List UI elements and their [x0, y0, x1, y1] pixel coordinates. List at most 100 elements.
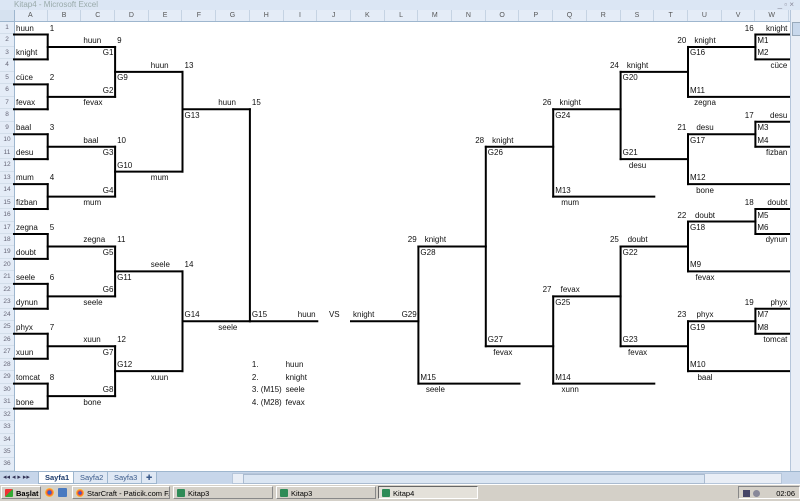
column-header[interactable]: E [149, 10, 183, 21]
row-header[interactable]: 21 [0, 271, 14, 284]
row-header[interactable]: 23 [0, 296, 14, 309]
row-header[interactable]: 1 [0, 22, 14, 35]
row-header[interactable]: 22 [0, 284, 14, 297]
bracket-cell[interactable]: 26 [542, 98, 552, 108]
bracket-cell[interactable]: zegna [694, 98, 716, 108]
bracket-cell[interactable]: G6 [102, 285, 114, 295]
bracket-cell[interactable]: 7 [49, 322, 55, 332]
tab-sayfa2[interactable]: Sayfa2 [73, 472, 111, 484]
bracket-cell[interactable]: G13 [184, 110, 200, 120]
column-header[interactable]: C [81, 10, 116, 21]
tab-sayfa1[interactable]: Sayfa1 [38, 472, 77, 484]
bracket-cell[interactable]: M9 [690, 260, 702, 270]
row-header[interactable]: 12 [0, 159, 14, 172]
bracket-cell[interactable]: 11 [117, 235, 126, 245]
bracket-cell[interactable]: G26 [487, 148, 503, 158]
bracket-cell[interactable]: 19 [744, 297, 754, 307]
bracket-cell[interactable]: M10 [690, 360, 706, 370]
volume-icon[interactable] [753, 490, 760, 497]
bracket-cell[interactable]: M13 [555, 185, 571, 195]
column-header[interactable]: I [284, 10, 318, 21]
bracket-cell[interactable]: fevax [695, 272, 715, 282]
show-desktop-icon[interactable] [58, 488, 67, 497]
bracket-cell[interactable]: seele [150, 260, 170, 270]
bracket-cell[interactable]: G23 [622, 335, 638, 345]
chrome-icon[interactable] [45, 488, 54, 497]
bracket-cell[interactable]: M8 [757, 322, 769, 332]
bracket-cell[interactable]: seele [425, 385, 445, 395]
bracket-cell[interactable]: fevax [560, 285, 580, 295]
bracket-cell[interactable]: knight [766, 23, 788, 33]
bracket-cell[interactable]: tomcat [763, 335, 788, 345]
taskbar-item-kitap3[interactable]: Kitap3 [173, 486, 273, 499]
row-header[interactable]: 5 [0, 72, 14, 85]
column-header[interactable]: M [418, 10, 453, 21]
bracket-cell[interactable]: fevax [628, 347, 648, 357]
bracket-cell[interactable]: zegna [16, 223, 38, 233]
bracket-cell[interactable]: fizban [766, 148, 788, 158]
insert-sheet-icon[interactable]: ✚ [141, 472, 158, 484]
bracket-cell[interactable]: 20 [677, 35, 687, 45]
taskbar-item-kitap4[interactable]: Kitap4 [378, 486, 478, 499]
bracket-cell[interactable]: 14 [184, 260, 194, 270]
bracket-cell[interactable]: 29 [407, 235, 417, 245]
bracket-cell[interactable]: huun [150, 60, 169, 70]
bracket-cell[interactable]: mum [83, 198, 102, 208]
standing-player[interactable]: fevax [285, 397, 305, 407]
bracket-cell[interactable]: desu [16, 148, 34, 158]
bracket-cell[interactable]: G1 [102, 48, 114, 58]
bracket-cell[interactable]: bone [83, 397, 102, 407]
column-header[interactable]: B [48, 10, 82, 21]
row-header[interactable]: 26 [0, 334, 14, 347]
bracket-cell[interactable]: G16 [690, 48, 706, 58]
vertical-scroll-thumb[interactable] [792, 22, 800, 36]
bracket-cell[interactable]: xunn [561, 385, 579, 395]
column-header[interactable]: G [216, 10, 250, 21]
bracket-cell[interactable]: mum [16, 173, 34, 183]
row-header[interactable]: 8 [0, 109, 14, 122]
bracket-cell[interactable]: M7 [757, 310, 769, 320]
bracket-cell[interactable]: 25 [609, 235, 619, 245]
bracket-cell[interactable]: desu [696, 123, 714, 133]
bracket-cell[interactable]: bone [696, 185, 714, 195]
bracket-cell[interactable]: G19 [690, 322, 706, 332]
bracket-cell[interactable]: mum [561, 198, 580, 208]
window-controls[interactable]: _ ▫ × [777, 0, 794, 9]
bracket-cell[interactable]: 28 [475, 135, 485, 145]
bracket-cell[interactable]: zegna [83, 235, 106, 245]
column-header[interactable]: P [520, 10, 554, 21]
standing-rank[interactable]: 3. (M15) [251, 385, 282, 395]
column-header[interactable]: D [115, 10, 149, 21]
column-header[interactable]: N [452, 10, 486, 21]
column-header[interactable]: A [14, 10, 48, 21]
bracket-cell[interactable]: G22 [622, 247, 638, 257]
bracket-cell[interactable]: cüce [16, 73, 33, 83]
bracket-cell[interactable]: fizban [16, 198, 38, 208]
bracket-cell[interactable]: knight [492, 135, 514, 145]
standing-rank[interactable]: 1. [251, 360, 259, 370]
column-header[interactable]: K [351, 10, 385, 21]
row-header[interactable]: 34 [0, 434, 14, 446]
row-header[interactable]: 17 [0, 222, 14, 234]
row-header[interactable]: 7 [0, 97, 14, 110]
bracket-cell[interactable]: doubt [16, 247, 37, 257]
bracket-cell[interactable]: 23 [677, 310, 687, 320]
bracket-cell[interactable]: G2 [102, 85, 114, 95]
bracket-cell[interactable]: seele [83, 297, 103, 307]
bracket-cell[interactable]: 8 [49, 372, 55, 382]
bracket-cell[interactable]: knight [424, 235, 447, 245]
final-game-label[interactable]: G29 [401, 310, 417, 320]
bracket-cell[interactable]: doubt [627, 235, 648, 245]
bracket-cell[interactable]: knight [694, 35, 716, 45]
bracket-cell[interactable]: 12 [117, 335, 126, 345]
column-header[interactable]: V [722, 10, 756, 21]
bracket-cell[interactable]: mum [150, 173, 169, 183]
bracket-cell[interactable]: G28 [420, 247, 436, 257]
standing-player[interactable]: knight [285, 372, 307, 382]
standing-player[interactable]: seele [285, 385, 305, 395]
bracket-cell[interactable]: 16 [744, 23, 754, 33]
bracket-cell[interactable]: G25 [555, 297, 571, 307]
bracket-cell[interactable]: 5 [49, 223, 55, 233]
bracket-cell[interactable]: 1 [49, 23, 55, 33]
bracket-cell[interactable]: doubt [694, 210, 716, 220]
